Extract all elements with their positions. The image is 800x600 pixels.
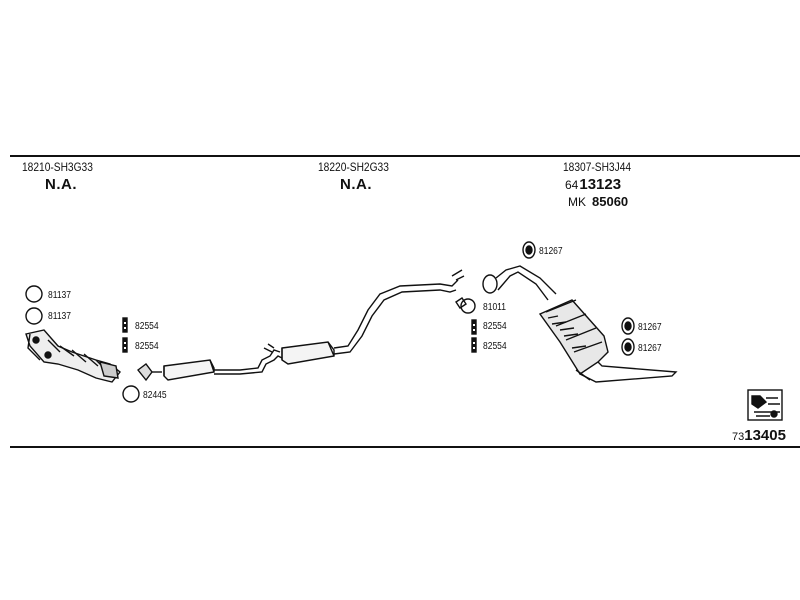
label-82554-b: 82554 (135, 341, 159, 352)
label-81011: 81011 (483, 302, 507, 313)
ring-gasket-icon (460, 298, 476, 314)
reference-number-rear: 6413123 (565, 176, 621, 193)
rubber-hanger-icon (621, 317, 635, 335)
mk-reference: MK 85060 (568, 194, 628, 209)
ring-gasket-icon (25, 307, 43, 325)
label-81137-a: 81137 (48, 290, 72, 301)
label-82554-a: 82554 (135, 321, 159, 332)
label-82554-d: 82554 (483, 341, 507, 352)
ring-gasket-icon (455, 297, 467, 309)
document-number: 7313405 (732, 427, 786, 444)
label-81267-b: 81267 (638, 343, 662, 354)
mk-label: MK (568, 195, 586, 209)
part-number-front: 18210-SH3G33 (22, 160, 93, 174)
ring-gasket-icon (25, 285, 43, 303)
clamp-icon (122, 337, 128, 353)
part-number-middle: 18220-SH2G33 (318, 160, 389, 174)
logo-icon (747, 389, 783, 421)
label-82445: 82445 (143, 390, 167, 401)
label-82554-c: 82554 (483, 321, 507, 332)
label-81267-top: 81267 (539, 246, 563, 257)
document-number-prefix: 73 (732, 431, 745, 443)
rubber-hanger-icon (621, 338, 635, 356)
part-number-rear: 18307-SH3J44 (563, 160, 632, 174)
status-middle: N.A. (340, 176, 372, 193)
reference-main: 13123 (579, 176, 622, 193)
clamp-icon (471, 337, 477, 353)
front-downpipe (25, 329, 121, 383)
center-pipe (137, 269, 465, 382)
rear-muffler (482, 265, 678, 383)
label-81137-b: 81137 (48, 311, 72, 322)
label-81267-a: 81267 (638, 322, 662, 333)
clamp-icon (471, 319, 477, 335)
reference-prefix: 64 (565, 178, 579, 192)
status-front: N.A. (45, 176, 77, 193)
clamp-icon (122, 317, 128, 333)
mk-value: 85060 (592, 194, 629, 209)
document-number-main: 13405 (744, 427, 786, 444)
bottom-rule (10, 446, 800, 448)
ring-gasket-icon (122, 385, 140, 403)
rubber-hanger-icon (522, 241, 536, 259)
top-rule (10, 155, 800, 157)
